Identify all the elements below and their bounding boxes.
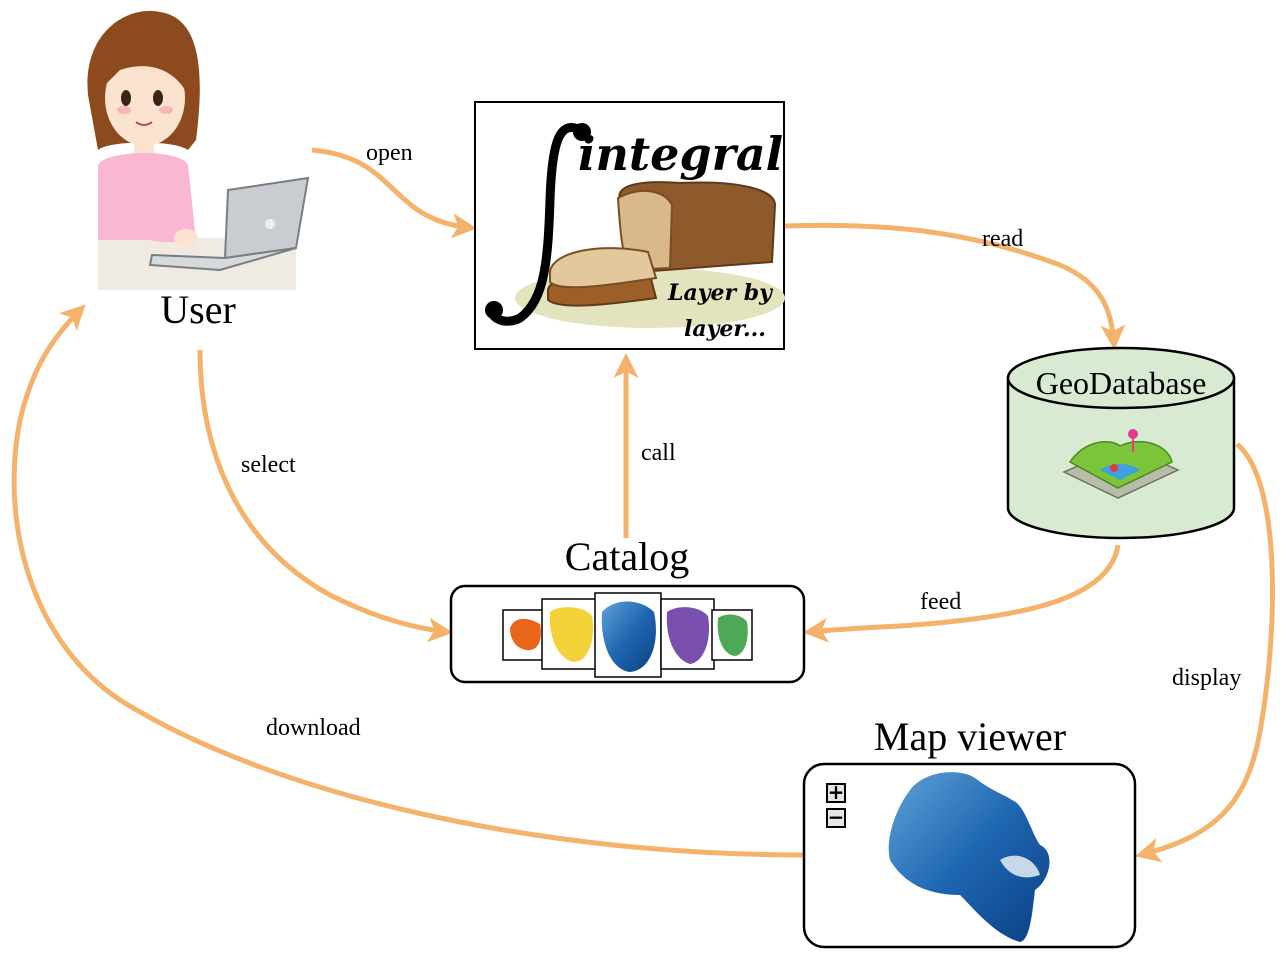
- terrain-map-icon: [1062, 429, 1180, 499]
- map-viewer-label: Map viewer: [874, 714, 1066, 759]
- catalog-thumb-yellow[interactable]: [541, 598, 599, 670]
- edge-read: [784, 222, 1126, 350]
- zoom-out-icon: −: [828, 805, 845, 829]
- edge-download: [11, 304, 804, 858]
- edge-open: [311, 147, 477, 239]
- zoom-in-button[interactable]: +: [826, 780, 846, 804]
- edge-label-read: read: [982, 226, 1023, 252]
- edge-feed: [803, 544, 1121, 643]
- catalog-thumb-green[interactable]: [711, 609, 753, 661]
- edge-select: [197, 349, 453, 643]
- user-label: User: [160, 287, 236, 332]
- integral-logo: integral Layer by layer...: [474, 101, 785, 350]
- catalog-thumb-orange[interactable]: [502, 609, 546, 661]
- user-illustration: [87, 10, 310, 290]
- logo-tagline-1: Layer by: [667, 280, 774, 306]
- geodatabase-cylinder: [1006, 346, 1236, 540]
- catalog-thumb-purple[interactable]: [660, 598, 715, 670]
- edge-label-feed: feed: [920, 589, 961, 615]
- catalog-panel: [449, 584, 806, 684]
- logo-tagline-2: layer...: [684, 316, 766, 342]
- zoom-out-button[interactable]: −: [826, 805, 846, 829]
- geodatabase-label: GeoDatabase: [1036, 365, 1207, 401]
- catalog-label: Catalog: [565, 534, 689, 579]
- edge-label-select: select: [241, 452, 296, 478]
- edge-label-display: display: [1172, 665, 1241, 691]
- map-viewer-panel: + −: [802, 762, 1137, 949]
- edge-label-open: open: [366, 140, 413, 166]
- edge-label-call: call: [641, 440, 676, 466]
- edge-label-download: download: [266, 715, 361, 741]
- map-region[interactable]: [888, 772, 1050, 942]
- edge-display: [1135, 442, 1275, 863]
- zoom-in-icon: +: [828, 780, 845, 804]
- logo-title: integral: [578, 127, 783, 181]
- catalog-thumb-blue[interactable]: [594, 592, 662, 678]
